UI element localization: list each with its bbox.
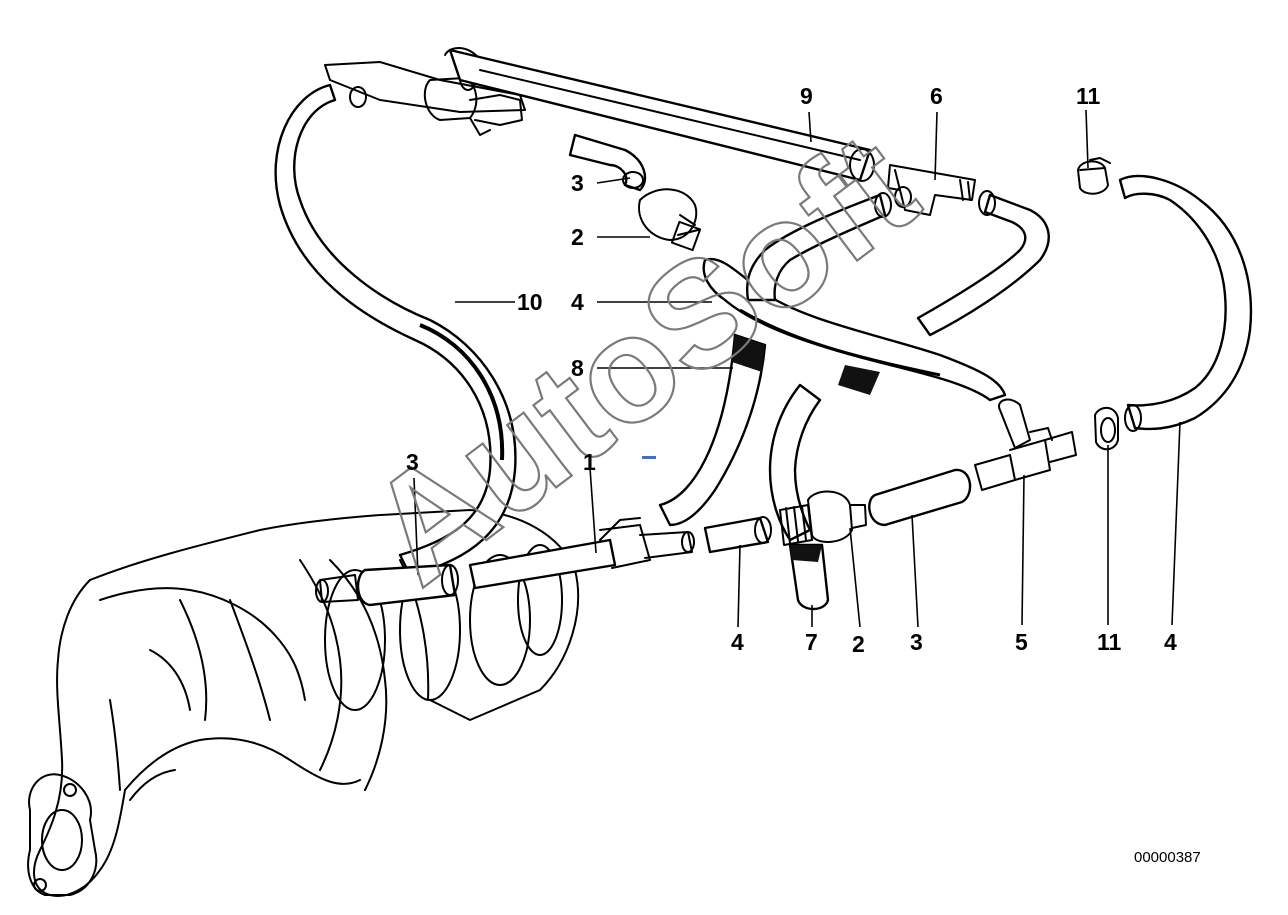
callout-10: 10 [517,289,543,315]
clamp-11-top [1077,157,1111,195]
t-piece-6 [887,164,976,216]
hose-10 [274,83,517,577]
callout-5: 5 [1015,629,1028,655]
check-valve-2-lower [779,490,867,546]
callout-11-lower: 11 [1097,629,1122,655]
hose-8 [658,333,767,527]
hose-loop-upper [746,190,1050,542]
cursor-mark [642,456,656,459]
callout-2-top: 2 [571,224,584,250]
hose-3-right [868,468,972,527]
pipe-1 [468,517,695,590]
t-piece-5 [974,398,1077,491]
hose-4-lower [703,516,772,554]
clamp-11-lower [1094,406,1119,451]
leader-lines [413,109,1181,628]
callout-6: 6 [930,83,943,109]
callout-11-top: 11 [1076,83,1101,109]
callout-4-lower: 4 [731,629,744,655]
reference-number: 00000387 [1134,849,1201,866]
callout-1: 1 [583,449,596,475]
callouts: 9 6 11 3 2 10 4 8 3 1 4 7 2 3 5 11 4 [406,83,1177,657]
hose-7 [788,543,830,611]
callout-8: 8 [571,355,584,381]
callout-4-middle: 4 [571,289,584,315]
hose-4-right [1118,174,1253,432]
callout-3-lower: 3 [910,629,923,655]
hose-3-lower [315,563,459,607]
hose-3-top [568,133,647,192]
callout-4-right: 4 [1164,629,1177,655]
callout-3-left: 3 [406,449,419,475]
check-valve-2-top [638,188,702,252]
hose-9 [448,48,875,182]
callout-3-top: 3 [571,170,584,196]
callout-7: 7 [805,629,818,655]
callout-9: 9 [800,83,813,109]
callout-2-lower: 2 [852,631,865,657]
